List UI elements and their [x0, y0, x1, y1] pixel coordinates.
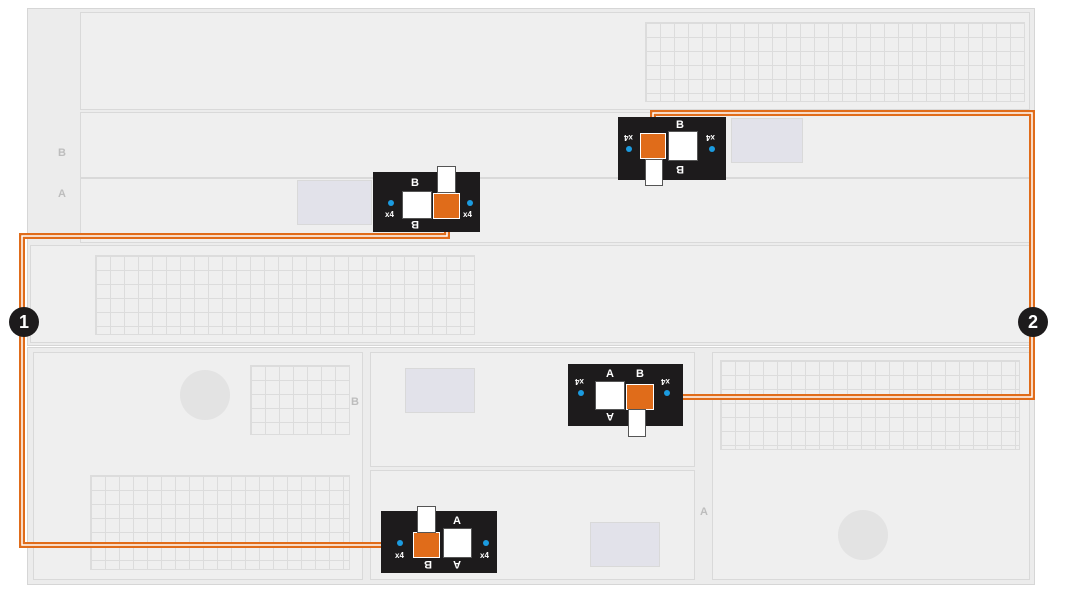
lane-badge: x4 — [661, 377, 670, 386]
callout-1: 1 — [9, 307, 39, 337]
cable-connector — [645, 159, 663, 186]
port-label: B — [676, 163, 684, 175]
controller-a-slot — [80, 112, 1030, 178]
ethernet-port — [405, 368, 475, 413]
sas-port-b[interactable] — [668, 131, 698, 161]
sas-module-3 — [568, 364, 683, 426]
port-label: B — [676, 119, 684, 131]
fan-grille — [250, 365, 350, 435]
status-led — [397, 540, 403, 546]
side-label-b: B — [58, 147, 66, 159]
fan-grille — [645, 22, 1025, 102]
sas-port-connected[interactable] — [626, 384, 654, 410]
port-label: B — [411, 177, 419, 189]
fan-grille — [90, 475, 350, 570]
port-label: A — [606, 368, 614, 380]
fan-icon — [180, 370, 230, 420]
lane-badge: x4 — [463, 210, 472, 219]
lane-badge: x4 — [480, 551, 489, 560]
cable-connector — [628, 409, 646, 437]
port-label: A — [453, 515, 461, 527]
sas-port-b[interactable] — [402, 191, 432, 219]
status-led — [483, 540, 489, 546]
status-led — [664, 390, 670, 396]
port-label: A — [453, 558, 461, 570]
cable-1 — [19, 210, 450, 548]
callout-2: 2 — [1018, 307, 1048, 337]
sas-port-a[interactable] — [595, 381, 625, 410]
lane-badge: x4 — [395, 551, 404, 560]
sas-port-connected[interactable] — [413, 532, 440, 558]
ethernet-port — [731, 118, 803, 163]
port-label: B — [636, 368, 644, 380]
lane-badge: x4 — [385, 210, 394, 219]
status-led — [388, 200, 394, 206]
lane-badge: x4 — [706, 133, 715, 142]
cable-connector — [417, 506, 436, 533]
sas-port-a[interactable] — [443, 528, 472, 558]
lane-badge: x4 — [575, 377, 584, 386]
fan-grille — [720, 360, 1020, 450]
ethernet-port — [590, 522, 660, 567]
fan-grille — [95, 255, 475, 335]
port-label: A — [606, 410, 614, 422]
status-led — [709, 146, 715, 152]
sas-port-connected[interactable] — [433, 193, 460, 219]
sas-port-connected[interactable] — [640, 133, 666, 159]
cable-connector — [437, 166, 456, 193]
port-label: B — [424, 558, 432, 570]
status-led — [467, 200, 473, 206]
status-led — [578, 390, 584, 396]
side-label-a: A — [700, 506, 708, 518]
side-label-a: A — [58, 188, 66, 200]
lane-badge: x4 — [624, 133, 633, 142]
fan-icon — [838, 510, 888, 560]
side-label-b: B — [351, 396, 359, 408]
controller-b-slot — [80, 178, 1030, 243]
ethernet-port — [297, 180, 372, 225]
port-label: B — [411, 218, 419, 230]
status-led — [626, 146, 632, 152]
